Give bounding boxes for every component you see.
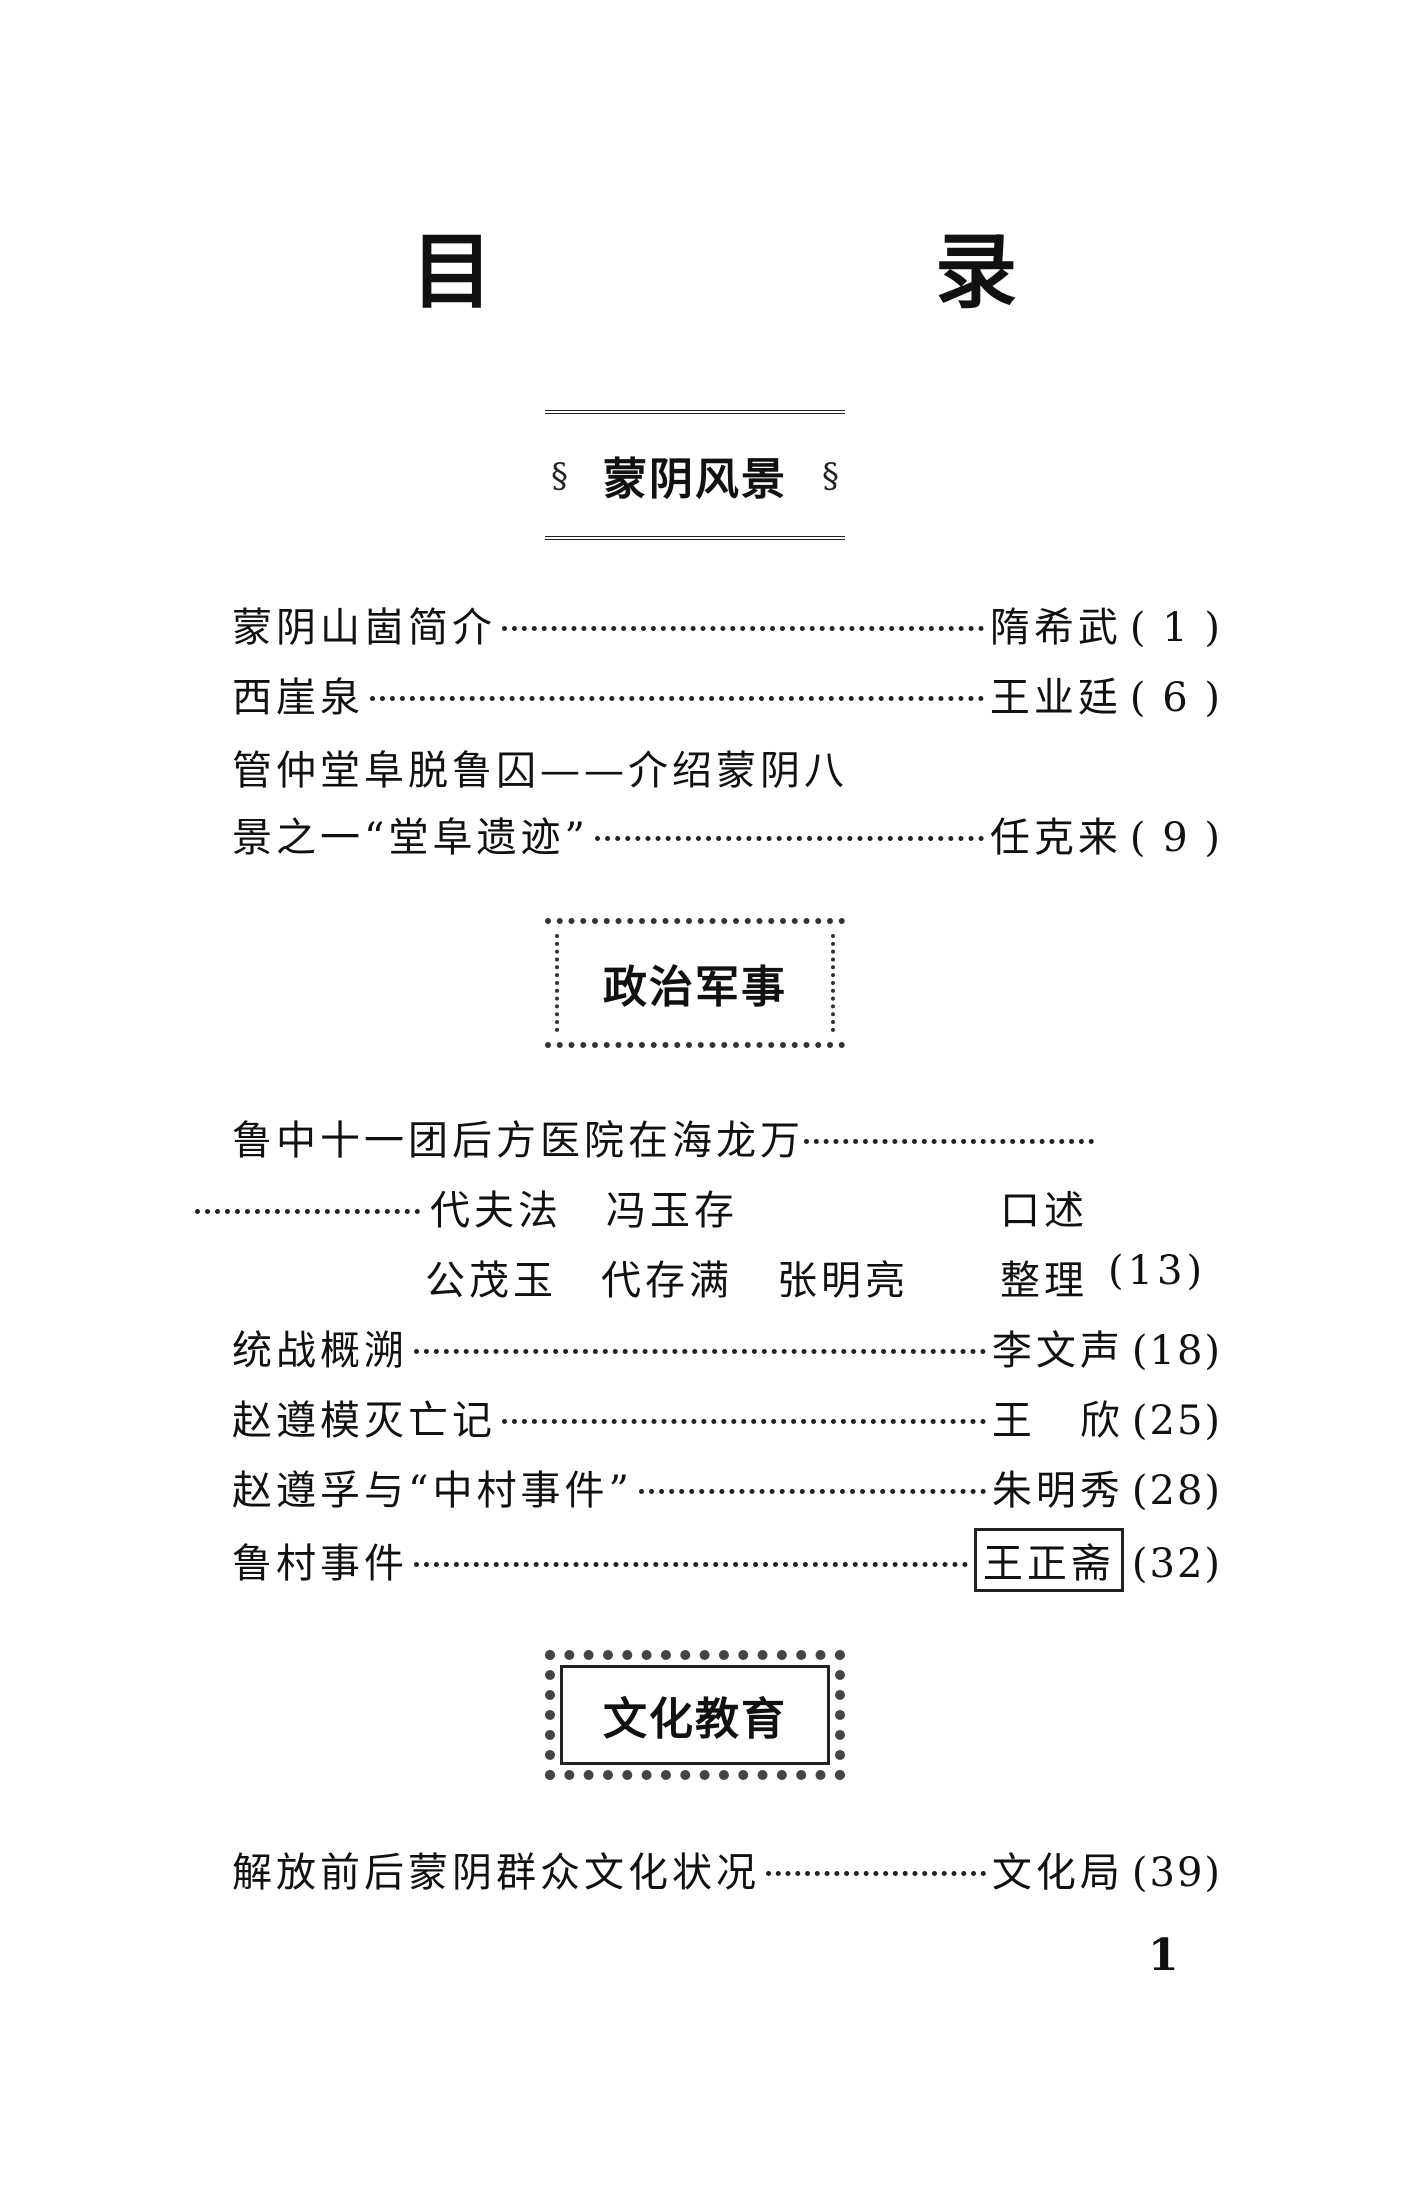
toc-entry-author: 隋希武 [989,605,1122,651]
toc-entry-title-line1: 管仲堂阜脱鲁囚——介绍蒙阴八 [232,748,848,794]
toc-entry[interactable]: 赵遵孚与“中村事件” 朱明秀 (28) [232,1458,1222,1518]
toc-entry-page: (18) [1131,1328,1222,1374]
toc-entry-author: 王 欣 [991,1398,1124,1444]
toc-entry-author: 王正斋 [973,1528,1124,1592]
toc-entry-authors-line1: 代夫法 冯玉存 [195,1178,738,1236]
toc-entry[interactable]: 统战概溯 李文声 (18) [232,1318,1222,1378]
page-title: 目 录 [410,225,1197,320]
toc-entry-page: (28) [1131,1468,1222,1514]
section-heading-label: 政治军事 [603,962,787,1013]
toc-entry[interactable]: 西崖泉 王业廷 ( 6 ) [232,665,1222,725]
section-heading-label: 文化教育 [603,1694,787,1745]
toc-entry[interactable]: 赵遵模灭亡记 王 欣 (25) [232,1388,1222,1448]
toc-entry[interactable]: 鲁村事件 王正斋 (32) [232,1528,1222,1592]
toc-entry-title: 解放前后蒙阴群众文化状况 [232,1850,760,1896]
dot-leader [594,836,984,841]
dot-leader [804,1139,1094,1144]
toc-entry-title-line1: 鲁中十一团后方医院在海龙万 [232,1108,1094,1166]
dot-leader [414,1349,986,1354]
toc-entry-title: 景之一“堂阜遗迹” [232,815,589,861]
toc-entry-page: ( 9 ) [1129,815,1222,861]
toc-entry[interactable]: 解放前后蒙阴群众文化状况 文化局 (39) [232,1840,1222,1900]
toc-entry-role: 整理 [1000,1258,1088,1304]
toc-entry-author: 李文声 [991,1328,1124,1374]
toc-entry[interactable]: 蒙阴山崮简介 隋希武 ( 1 ) [232,595,1222,655]
dot-leader [370,696,984,701]
toc-entry-title: 赵遵孚与“中村事件” [232,1468,633,1514]
toc-entry-author: 代夫法 冯玉存 [430,1188,738,1234]
toc-entry-page: ( 1 ) [1129,605,1222,651]
section-heading-label: 蒙阴风景 [603,454,787,505]
toc-entry-authors-line2: 公茂玉 代存满 张明亮 [425,1258,909,1304]
toc-entry-author: 王业廷 [989,675,1122,721]
toc-entry-role: 口述 [1000,1188,1088,1234]
toc-entry-page: (32) [1131,1541,1222,1587]
toc-entry-page: (25) [1131,1398,1222,1444]
dot-leader [414,1562,968,1567]
toc-entry-title: 统战概溯 [232,1328,408,1374]
toc-entry-page: (39) [1131,1850,1222,1896]
toc-entry-title: 西崖泉 [232,675,364,721]
section-heading-culture: 文化教育 [545,1650,845,1780]
toc-entry-author: 文化局 [991,1850,1124,1896]
toc-entry-title: 鲁村事件 [232,1541,408,1587]
dot-leader [638,1489,986,1494]
toc-entry-author: 任克来 [989,815,1122,861]
dot-leader [502,1419,986,1424]
toc-entry-title: 赵遵模灭亡记 [232,1398,496,1444]
toc-entry-title: 鲁中十一团后方医院在海龙万 [232,1118,804,1164]
toc-entry-author: 朱明秀 [991,1468,1124,1514]
toc-entry[interactable]: 景之一“堂阜遗迹” 任克来 ( 9 ) [232,805,1222,865]
dot-leader [766,1871,986,1876]
dot-leader [502,626,984,631]
section-heading-scenery: 蒙阴风景 [545,410,845,540]
page-number: 1 [1148,1930,1179,1981]
toc-entry-title: 蒙阴山崮简介 [232,605,496,651]
toc-entry-page: (13) [1108,1248,1207,1294]
section-heading-politics: 政治军事 [545,918,845,1048]
toc-entry-page: ( 6 ) [1129,675,1222,721]
dot-leader [195,1209,420,1214]
